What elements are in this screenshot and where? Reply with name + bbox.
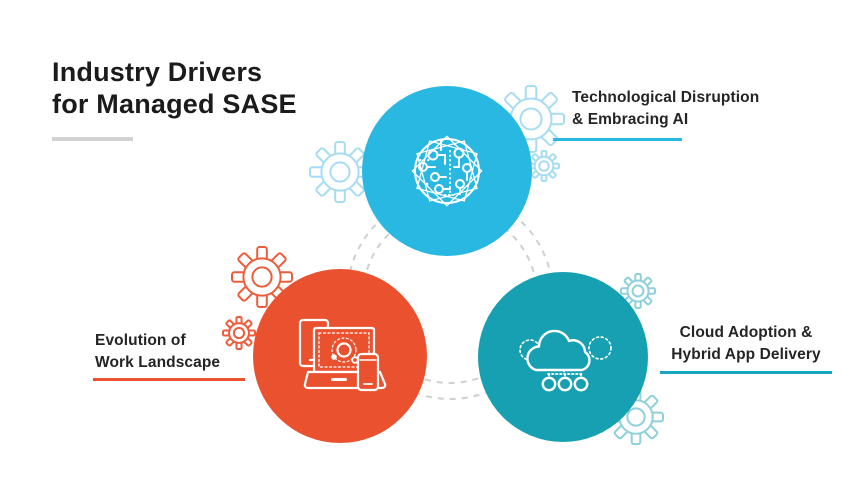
driver-underline-evolution-of-work [93,378,245,381]
driver-circle-evolution-of-work [253,269,427,443]
driver-underline-cloud-adoption [660,371,832,374]
driver-label-technological-disruption: Technological Disruption & Embracing AI [572,87,802,131]
driver-label-line-1: Cloud Adoption & [679,324,813,341]
driver-label-line-2: & Embracing AI [572,111,689,128]
gear-icon [308,140,372,204]
driver-label-line-1: Evolution of [95,332,186,349]
driver-circle-technological-disruption [362,86,532,256]
driver-label-line-1: Technological Disruption [572,89,760,106]
driver-label-cloud-adoption: Cloud Adoption & Hybrid App Delivery [656,322,836,366]
driver-label-line-2: Hybrid App Delivery [671,346,821,363]
page-title-line-2: for Managed SASE [52,89,297,119]
page-title-line-1: Industry Drivers [52,57,263,87]
ai-brain-circuit-icon [411,135,483,207]
page-title: Industry Drivers for Managed SASE [52,56,352,120]
title-underline [52,137,133,141]
driver-label-line-2: Work Landscape [95,354,221,371]
driver-circle-cloud-adoption [478,272,648,442]
gear-icon [528,150,560,182]
driver-label-evolution-of-work: Evolution of Work Landscape [95,330,275,374]
devices-icon [298,318,387,392]
driver-underline-technological-disruption [553,138,682,141]
cloud-delivery-icon [519,329,612,392]
